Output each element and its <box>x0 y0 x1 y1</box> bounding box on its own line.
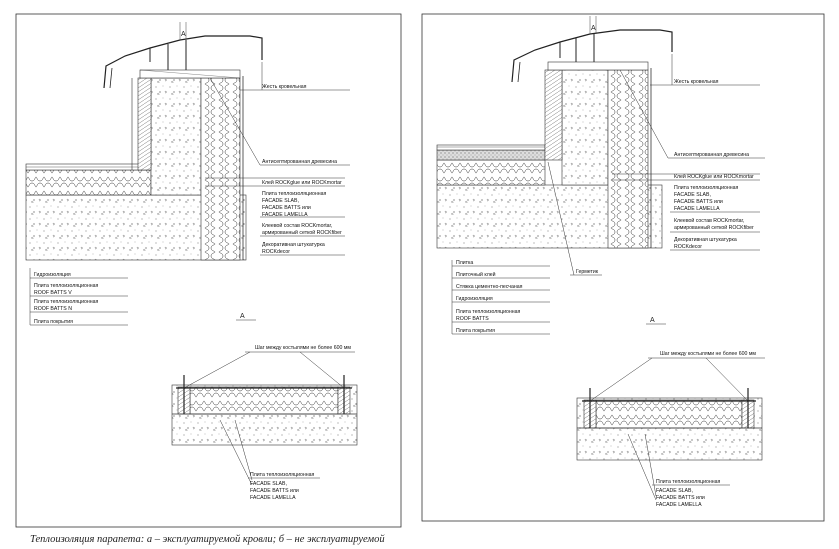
label-tile-adhesive-b: Плиточный клей <box>456 271 496 278</box>
right-leaders-a <box>205 62 350 256</box>
parapet-inner-b <box>544 69 563 161</box>
label-facade-batts: FACADE BATTS или <box>262 205 311 211</box>
left-leaders-b <box>451 260 550 335</box>
label-timber: Антисептированная древесина <box>262 159 337 165</box>
detail-label-a-1: FACADE SLAB, <box>250 481 287 487</box>
roof-insulation <box>25 169 152 196</box>
label-mesh-b: армированный сеткой ROCKfiber <box>674 224 754 231</box>
label-facade-batts-b: FACADE BATTS или <box>674 199 723 205</box>
detail-label-b-1: FACADE SLAB, <box>656 488 693 494</box>
right-leaders-b <box>612 54 765 251</box>
roof-insulation-b <box>436 159 546 186</box>
detail-label-a-3: FACADE LAMELLA <box>250 495 296 501</box>
label-waterproofing: Гидроизоляция <box>34 272 71 278</box>
figure-caption: Теплоизоляция парапета: а – эксплуатируе… <box>30 534 385 545</box>
label-tiles-b: Плитка <box>456 260 473 266</box>
label-facade-slab: FACADE SLAB, <box>262 198 299 204</box>
tiles-b <box>436 144 546 151</box>
facade-insulation <box>200 77 241 261</box>
label-plaster-b: Декоративная штукатурка <box>674 237 737 243</box>
label-facade-lamella: FACADE LAMELLA <box>262 212 308 218</box>
detail-title-b: A <box>650 317 655 324</box>
section-mark-a: A <box>181 31 186 38</box>
label-facade-insulation-b: Плита теплоизоляционная <box>674 185 738 191</box>
label-rockdecor: ROCKdecor <box>262 249 290 255</box>
label-adhesive-b: Клеевой состав ROCKmortar, <box>674 217 744 224</box>
parapet-wall <box>150 77 202 196</box>
detail-note-b: Шаг между костылями не более 600 мм <box>660 351 756 357</box>
label-facade-insulation: Плита теплоизоляционная <box>262 191 326 197</box>
label-timber-b: Антисептированная древесина <box>674 152 749 158</box>
label-sealant-b: Герметик <box>576 269 599 275</box>
panel-b-frame <box>421 13 825 522</box>
detail-a <box>171 351 358 486</box>
label-glue-b: Клей ROCKglue или ROCKmortar <box>674 173 754 180</box>
section-mark-b: A <box>591 25 596 32</box>
detail-note-a: Шаг между костылями не более 600 мм <box>255 345 351 351</box>
panel-a: A Жесть кровельная Антисептированная дре… <box>15 13 402 528</box>
label-roof-batts-b: ROOF BATTS <box>456 316 489 322</box>
label-mesh: армированный сеткой ROCKfiber <box>262 229 342 236</box>
label-waterproofing-b: Гидроизоляция <box>456 296 493 302</box>
detail-label-b-3: FACADE LAMELLA <box>656 502 702 508</box>
label-coping: Жесть кровельная <box>262 84 307 90</box>
label-roof-insulation-b: Плита теплоизоляционная <box>456 309 520 315</box>
detail-label-b-0: Плита теплоизоляционная <box>656 479 720 485</box>
label-glue: Клей ROCKglue или ROCKmortar <box>262 179 342 186</box>
detail-label-b-2: FACADE BATTS или <box>656 495 705 501</box>
label-roof-insulation-n: Плита теплоизоляционная <box>34 299 98 305</box>
label-facade-lamella-b: FACADE LAMELLA <box>674 206 720 212</box>
label-coping-b: Жесть кровельная <box>674 79 719 85</box>
screed-b <box>436 149 546 161</box>
label-facade-slab-b: FACADE SLAB, <box>674 192 711 198</box>
facade-insulation-b <box>607 69 649 249</box>
label-adhesive: Клеевой состав ROCKmortar, <box>262 222 332 229</box>
label-slab-b: Плита покрытия <box>456 328 495 334</box>
label-roof-batts-n: ROOF BATTS N <box>34 306 72 312</box>
detail-label-a-2: FACADE BATTS или <box>250 488 299 494</box>
label-screed-b: Стяжка цементно-песчаная <box>456 284 523 290</box>
left-leaders-a <box>29 268 128 326</box>
label-roof-batts-v: ROOF BATTS V <box>34 290 72 296</box>
detail-b <box>576 357 765 501</box>
label-rockdecor-b: ROCKdecor <box>674 244 702 250</box>
parapet-inner-insulation <box>137 77 152 171</box>
label-plaster: Декоративная штукатурка <box>262 242 325 248</box>
label-roof-insulation-v: Плита теплоизоляционная <box>34 283 98 289</box>
treated-timber-b <box>547 61 649 71</box>
detail-title-a: A <box>240 313 245 320</box>
detail-label-a-0: Плита теплоизоляционная <box>250 472 314 478</box>
panel-b: A Жесть кровельная Антисептированная дре… <box>421 13 825 522</box>
parapet-wall-b <box>561 69 609 186</box>
label-slab: Плита покрытия <box>34 319 73 325</box>
panel-a-frame <box>15 13 402 528</box>
